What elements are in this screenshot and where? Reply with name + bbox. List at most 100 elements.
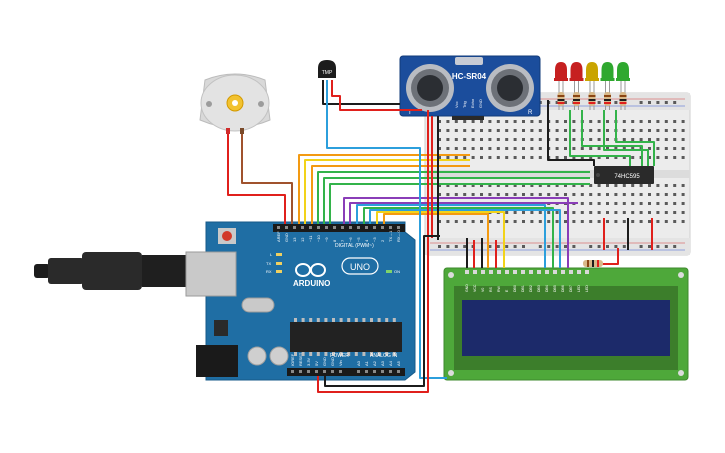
digital-pin-label: 7: [340, 239, 345, 242]
breadboard-hole: [656, 193, 660, 196]
header-pin[interactable]: [349, 226, 352, 229]
header-pin[interactable]: [301, 226, 304, 229]
breadboard-hole: [471, 120, 475, 123]
power-pin-label: GND: [322, 357, 327, 366]
breadboard-hole: [681, 147, 685, 150]
lcd-pin-label: DB0: [513, 285, 517, 292]
breadboard-hole: [438, 120, 441, 123]
breadboard-hole: [622, 147, 626, 150]
header-pin[interactable]: [299, 370, 302, 373]
breadboard-hole: [471, 220, 475, 223]
rail-hole: [656, 101, 660, 104]
header-pin[interactable]: [331, 370, 334, 373]
breadboard-hole: [513, 184, 517, 187]
breadboard-hole: [648, 193, 651, 196]
breadboard-hole: [522, 184, 525, 187]
lcd-pin-label: DB6: [561, 285, 565, 292]
breadboard-hole: [648, 220, 651, 223]
header-pin[interactable]: [309, 226, 312, 229]
breadboard-hole: [555, 129, 559, 132]
header-pin[interactable]: [323, 370, 326, 373]
header-pin[interactable]: [373, 370, 376, 373]
lcd-pin: [481, 270, 485, 274]
header-pin[interactable]: [357, 370, 360, 373]
header-pin[interactable]: [389, 370, 392, 373]
breadboard-hole: [648, 147, 651, 150]
breadboard-hole: [589, 193, 593, 196]
breadboard-hole: [580, 147, 584, 150]
rail-hole: [555, 245, 559, 248]
breadboard-hole: [505, 156, 509, 159]
breadboard-hole: [547, 193, 551, 196]
breadboard-hole: [538, 147, 542, 150]
breadboard-hole: [631, 147, 635, 150]
sensor-model-label: HC-SR04: [452, 72, 487, 81]
header-pin[interactable]: [397, 226, 400, 229]
lcd-pin-label: DB3: [537, 285, 541, 292]
header-pin[interactable]: [357, 226, 360, 229]
header-pin[interactable]: [325, 226, 328, 229]
header-pin[interactable]: [339, 370, 342, 373]
breadboard-hole: [631, 193, 635, 196]
wire-motor-brown: [241, 134, 293, 224]
header-pin[interactable]: [277, 226, 280, 229]
header-pin[interactable]: [291, 370, 294, 373]
infinity-logo: [295, 263, 326, 277]
breadboard-hole: [589, 138, 593, 141]
breadboard-hole: [471, 138, 475, 141]
breadboard-hole: [572, 138, 576, 141]
header-pin[interactable]: [365, 226, 368, 229]
header-pin[interactable]: [293, 226, 296, 229]
breadboard-hole: [580, 193, 584, 196]
header-pin[interactable]: [285, 226, 288, 229]
dc-motor: [199, 73, 271, 134]
breadboard-hole: [446, 138, 450, 141]
breadboard-hole: [538, 138, 542, 141]
header-pin[interactable]: [381, 370, 384, 373]
breadboard-hole: [513, 211, 517, 214]
breadboard-hole: [631, 211, 635, 214]
breadboard-hole: [446, 156, 450, 159]
header-pin[interactable]: [373, 226, 376, 229]
lcd-pin-label: DB1: [521, 285, 525, 292]
breadboard-hole: [597, 147, 601, 150]
header-pin[interactable]: [341, 226, 344, 229]
breadboard-hole: [480, 184, 483, 187]
reset-button[interactable]: [222, 231, 232, 241]
breadboard-hole: [656, 211, 660, 214]
digital-header-pins: [277, 226, 400, 229]
header-pin[interactable]: [333, 226, 336, 229]
chip-pin: [370, 352, 373, 356]
breadboard-hole: [589, 129, 593, 132]
breadboard-hole: [648, 120, 651, 123]
rail-hole: [513, 245, 517, 248]
breadboard-hole: [572, 184, 576, 187]
header-pin[interactable]: [317, 226, 320, 229]
led-tx-label: TX: [266, 261, 271, 266]
breadboard-hole: [631, 120, 635, 123]
breadboard-hole: [513, 120, 517, 123]
chip-pin: [370, 318, 373, 322]
lcd-pin-label: DB4: [545, 285, 549, 292]
breadboard-hole: [555, 220, 559, 223]
header-pin[interactable]: [307, 370, 310, 373]
usb-port: [185, 251, 237, 297]
backlight-resistor: [583, 260, 603, 267]
header-pin[interactable]: [397, 370, 400, 373]
power-analog-header: [287, 368, 405, 376]
header-pin[interactable]: [315, 370, 318, 373]
chip-pin: [332, 318, 335, 322]
analog-pin-label: A4: [388, 360, 393, 366]
rail-hole: [488, 245, 492, 248]
chip-pin: [309, 352, 313, 356]
lcd-pin: [489, 270, 493, 274]
header-pin[interactable]: [389, 226, 392, 229]
chip-pin: [324, 318, 328, 322]
header-pin[interactable]: [381, 226, 384, 229]
breadboard-hole: [522, 193, 525, 196]
atmega-chip: [290, 322, 402, 352]
analog-pin-label: A0: [356, 360, 361, 366]
header-pin[interactable]: [365, 370, 368, 373]
